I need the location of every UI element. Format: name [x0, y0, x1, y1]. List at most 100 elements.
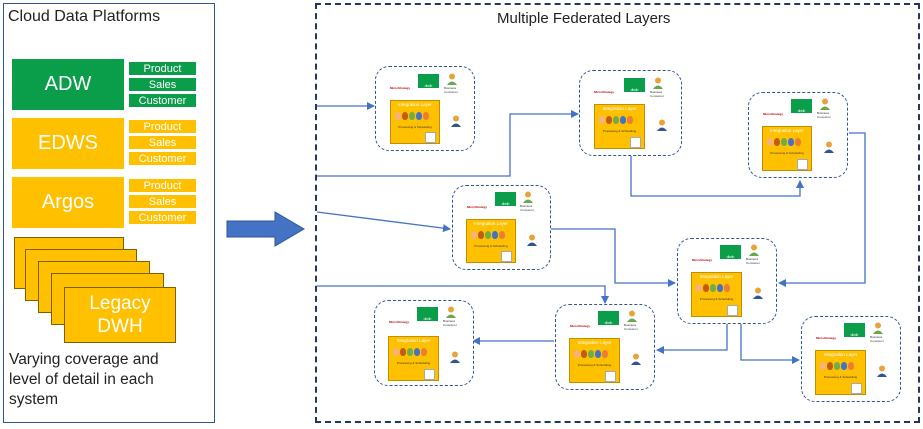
arrow-node3-node5 [778, 132, 866, 287]
analytics-icon: dbdb [624, 78, 645, 92]
person-icon [653, 77, 663, 89]
integration-layer: Integration Layer Processing & Schedulin… [691, 272, 742, 317]
person-icon [450, 351, 460, 363]
platform-edws: EDWS [12, 118, 124, 169]
data-cylinder-icon [471, 231, 505, 239]
data-cylinder-icon [767, 138, 801, 146]
platform-name: EDWS [38, 132, 98, 154]
coverage-note: Varying coverage and level of detail in … [9, 350, 209, 410]
document-icon [851, 383, 862, 394]
integration-layer: Integration Layer Processing & Schedulin… [390, 100, 440, 144]
table-product: Product [128, 61, 197, 76]
table-sales: Sales [128, 135, 197, 150]
document-icon [605, 371, 616, 382]
arrow-node4-node5 [550, 228, 676, 287]
panel-title: Cloud Data Platforms [8, 8, 161, 25]
table-product: Product [128, 119, 197, 134]
person-icon [523, 191, 533, 203]
coverage-line: level of detail in each [9, 371, 154, 388]
analytics-box-label: dbdb [424, 84, 433, 88]
document-icon [425, 132, 436, 143]
person-icon [447, 73, 457, 85]
legacy-label: DWH [97, 316, 143, 337]
person-icon [749, 244, 759, 256]
microstrategy-label: MicroStrategy [594, 90, 615, 94]
arrow-in-node2 [317, 110, 579, 177]
integration-layer: Integration Layer Processing & Schedulin… [388, 336, 439, 381]
analytics-box-label: dbdb [630, 88, 639, 92]
analytics-box-label: dbdb [423, 317, 432, 321]
microstrategy-label: MicroStrategy [763, 112, 784, 116]
integration-layer-subtitle: Processing & Scheduling [699, 297, 734, 301]
integration-layer-title: Integration Layer [577, 340, 612, 345]
table-sales: Sales [128, 194, 197, 209]
platform-argos: Argos [12, 177, 124, 228]
federated-layers-title: Multiple Federated Layers [497, 10, 671, 27]
microstrategy-label: MicroStrategy [816, 336, 837, 340]
document-icon [797, 159, 808, 170]
person-icon [527, 234, 537, 246]
data-cylinder-icon [574, 350, 608, 358]
integration-layer-subtitle: Processing & Scheduling [577, 363, 612, 367]
integration-layer-title: Integration Layer [396, 338, 431, 343]
integration-layer-subtitle: Processing & Scheduling [602, 129, 637, 133]
integration-layer: Integration Layer Processing & Schedulin… [466, 219, 516, 263]
data-cylinder-icon [696, 284, 730, 292]
person-icon [627, 310, 637, 322]
data-cylinder-icon [395, 112, 429, 120]
table-customer: Customer [128, 151, 197, 166]
arrow-node2-node3 [630, 155, 804, 197]
person-icon [451, 115, 461, 127]
platform-adw: ADW [12, 59, 124, 110]
integration-layer-title: Integration Layer [699, 274, 734, 279]
analytics-box-label: dbdb [797, 109, 806, 113]
table-customer: Customer [128, 93, 197, 108]
person-icon [631, 353, 641, 365]
arrow-in-node4 [316, 211, 451, 233]
integration-layer: Integration Layer Processing & Schedulin… [762, 126, 812, 171]
analytics-box-label: dbdb [850, 333, 859, 337]
document-icon [727, 305, 738, 316]
arrow-in-node6 [317, 285, 609, 304]
coverage-line: system [9, 391, 59, 408]
analytics-icon: dbdb [418, 74, 439, 88]
person-icon [873, 322, 883, 334]
integration-layer-subtitle: Processing & Scheduling [823, 375, 858, 379]
platform-name: ADW [44, 73, 92, 95]
integration-layer-title: Integration Layer [823, 352, 858, 357]
integration-layer-title: Integration Layer [398, 102, 432, 107]
analytics-icon: dbdb [417, 307, 438, 321]
analytics-box-label: dbdb [726, 255, 735, 259]
analytics-box-label: dbdb [501, 202, 510, 206]
person-icon [877, 365, 887, 377]
legacy-label: Legacy [89, 293, 151, 314]
data-cylinder-icon [393, 348, 427, 356]
integration-layer-subtitle: Processing & Scheduling [474, 244, 508, 248]
integration-layer-title: Integration Layer [474, 221, 508, 226]
analytics-icon: dbdb [495, 192, 516, 206]
integration-layer: Integration Layer Processing & Schedulin… [815, 350, 866, 395]
analytics-icon: dbdb [598, 311, 619, 325]
integration-layer-title: Integration Layer [602, 106, 637, 111]
analytics-box-label: dbdb [604, 321, 613, 325]
integration-layer: Integration Layer Processing & Schedulin… [569, 338, 620, 383]
data-cylinder-icon [820, 362, 854, 370]
analytics-icon: dbdb [720, 245, 741, 259]
integration-layer: Integration Layer Processing & Schedulin… [594, 104, 645, 149]
microstrategy-label: MicroStrategy [390, 86, 411, 90]
arrow-node5-node6 [656, 323, 728, 354]
table-product: Product [128, 178, 197, 193]
